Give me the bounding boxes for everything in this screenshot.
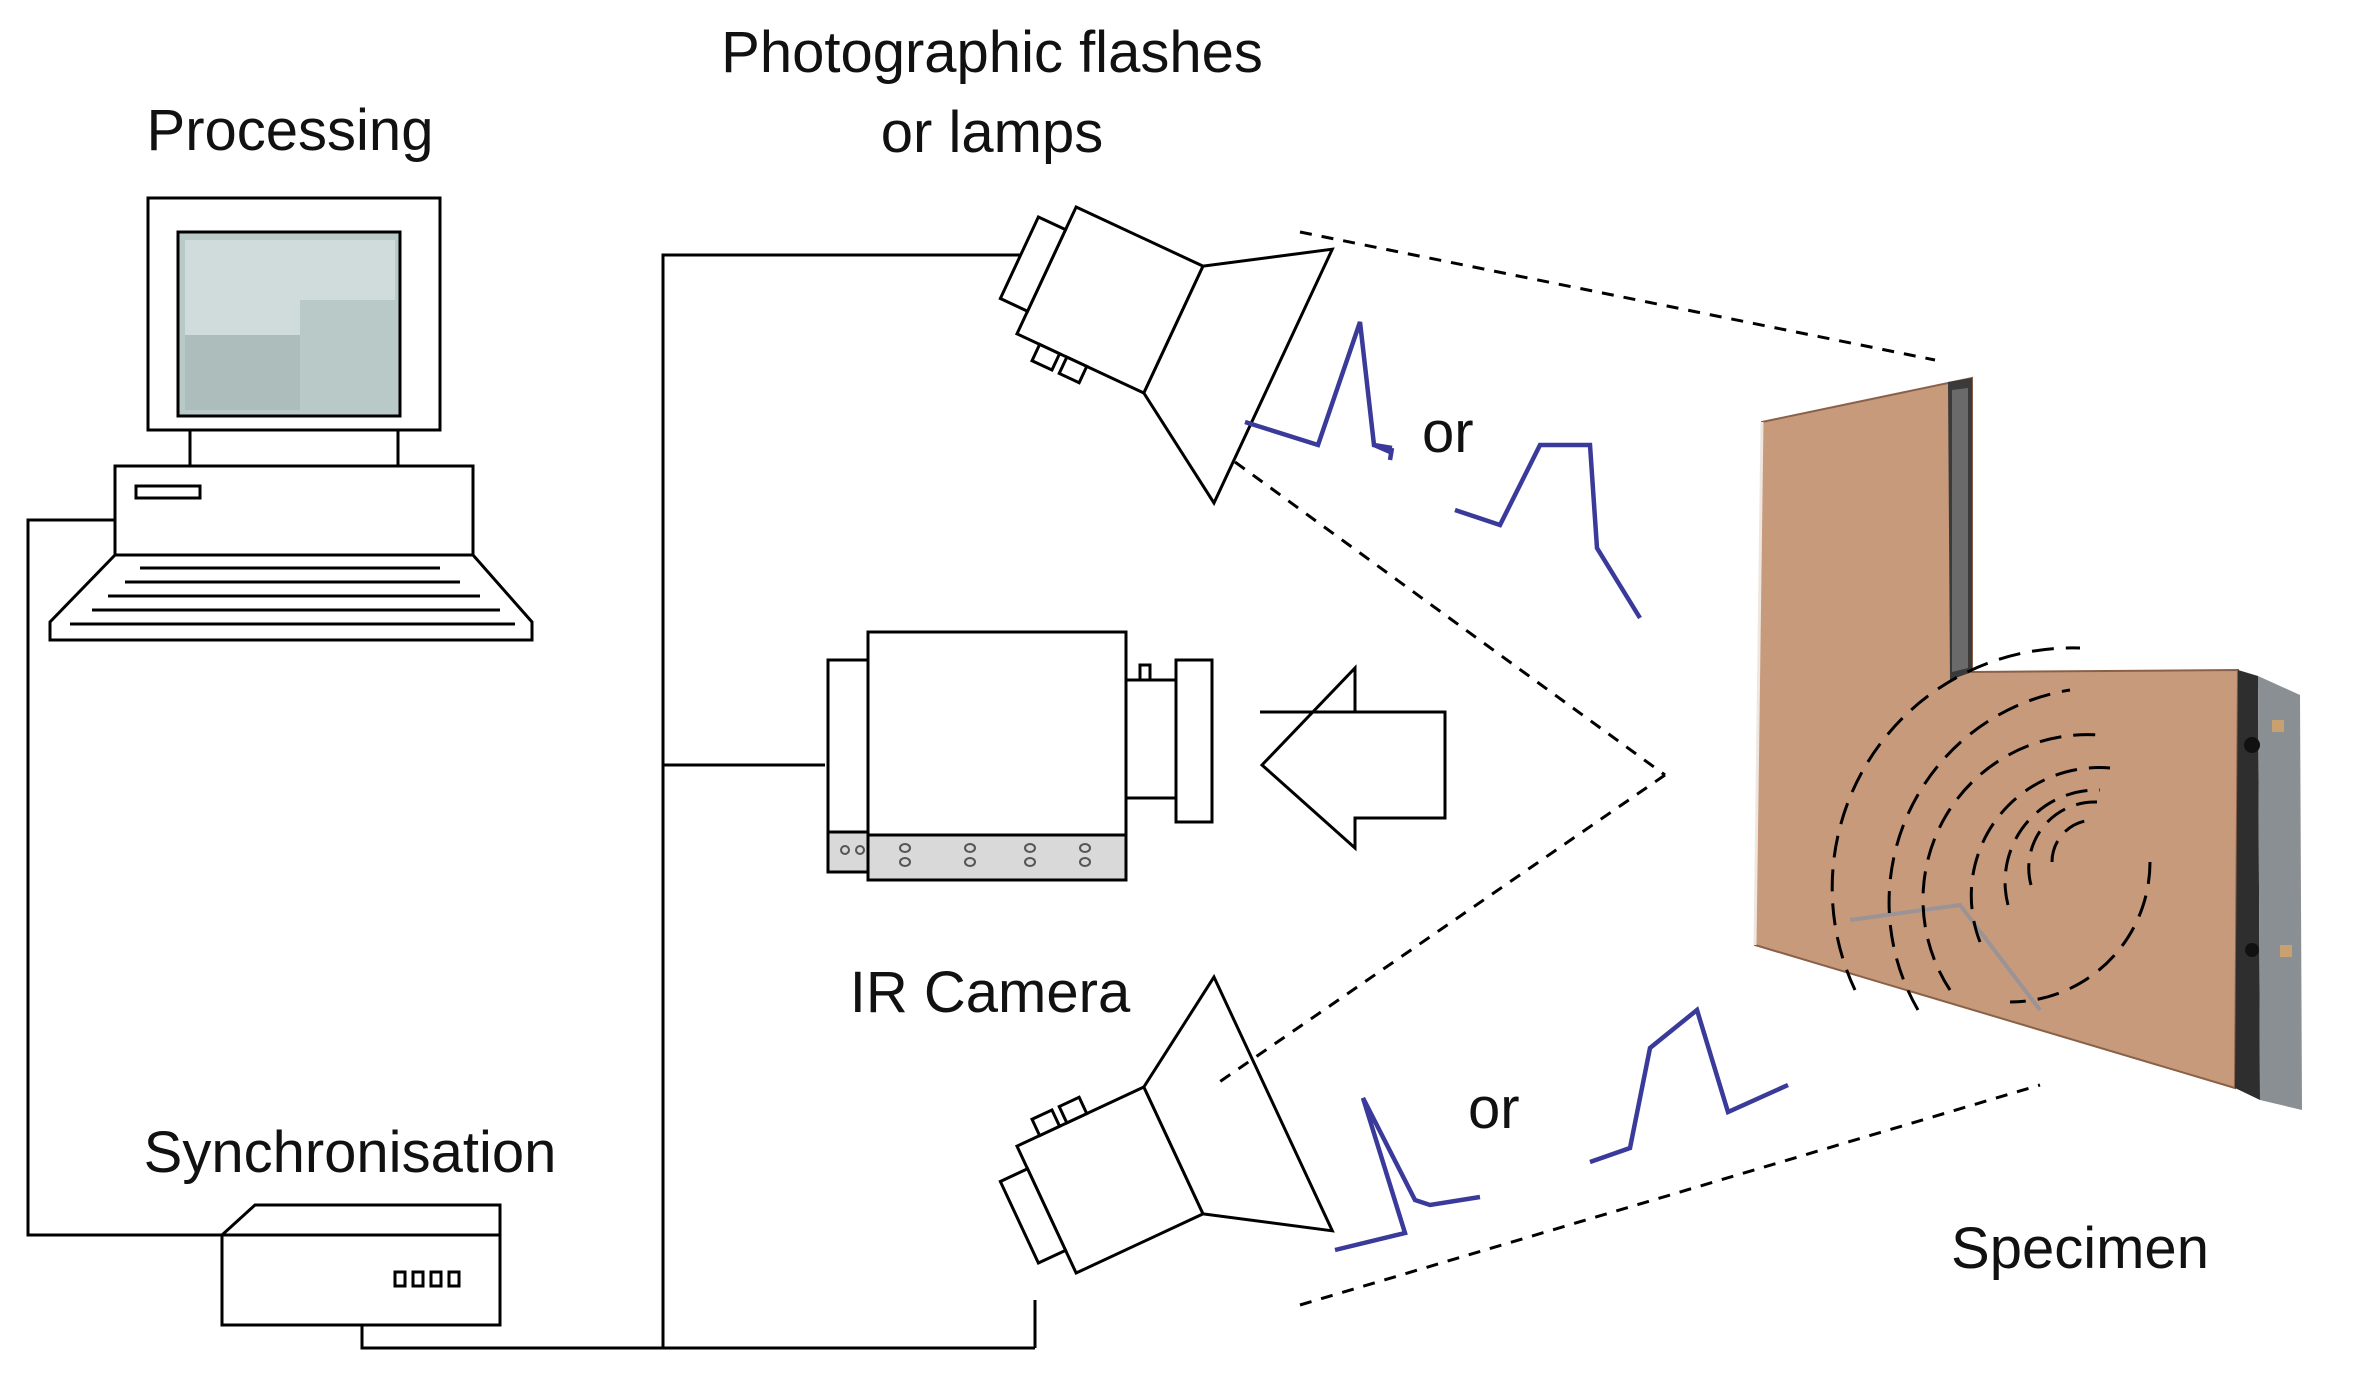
synchronisation-label: Synchronisation [144, 1120, 557, 1185]
computer-icon [48, 196, 534, 642]
wiring [26, 253, 1037, 1350]
sync-unit-icon [220, 1203, 502, 1327]
flashes-label-line2: or lamps [881, 100, 1103, 165]
thermal-wave-arcs [1830, 646, 2152, 1011]
or-top-label: or [1422, 400, 1474, 465]
arrow-left-icon [1259, 664, 1447, 852]
or-bottom-label: or [1468, 1076, 1520, 1141]
field-of-view-lines [1214, 230, 2041, 1307]
pulse-signals [1244, 321, 1789, 1253]
flash-lamp-top [998, 204, 1335, 507]
ir-camera-icon [826, 630, 1214, 882]
ir-camera-label: IR Camera [850, 960, 1131, 1025]
flashes-label-line1: Photographic flashes [721, 20, 1263, 85]
flash-lamp-bottom [998, 973, 1335, 1276]
processing-label: Processing [147, 98, 434, 163]
specimen-photo [1753, 376, 2302, 1110]
specimen-label: Specimen [1951, 1216, 2209, 1281]
